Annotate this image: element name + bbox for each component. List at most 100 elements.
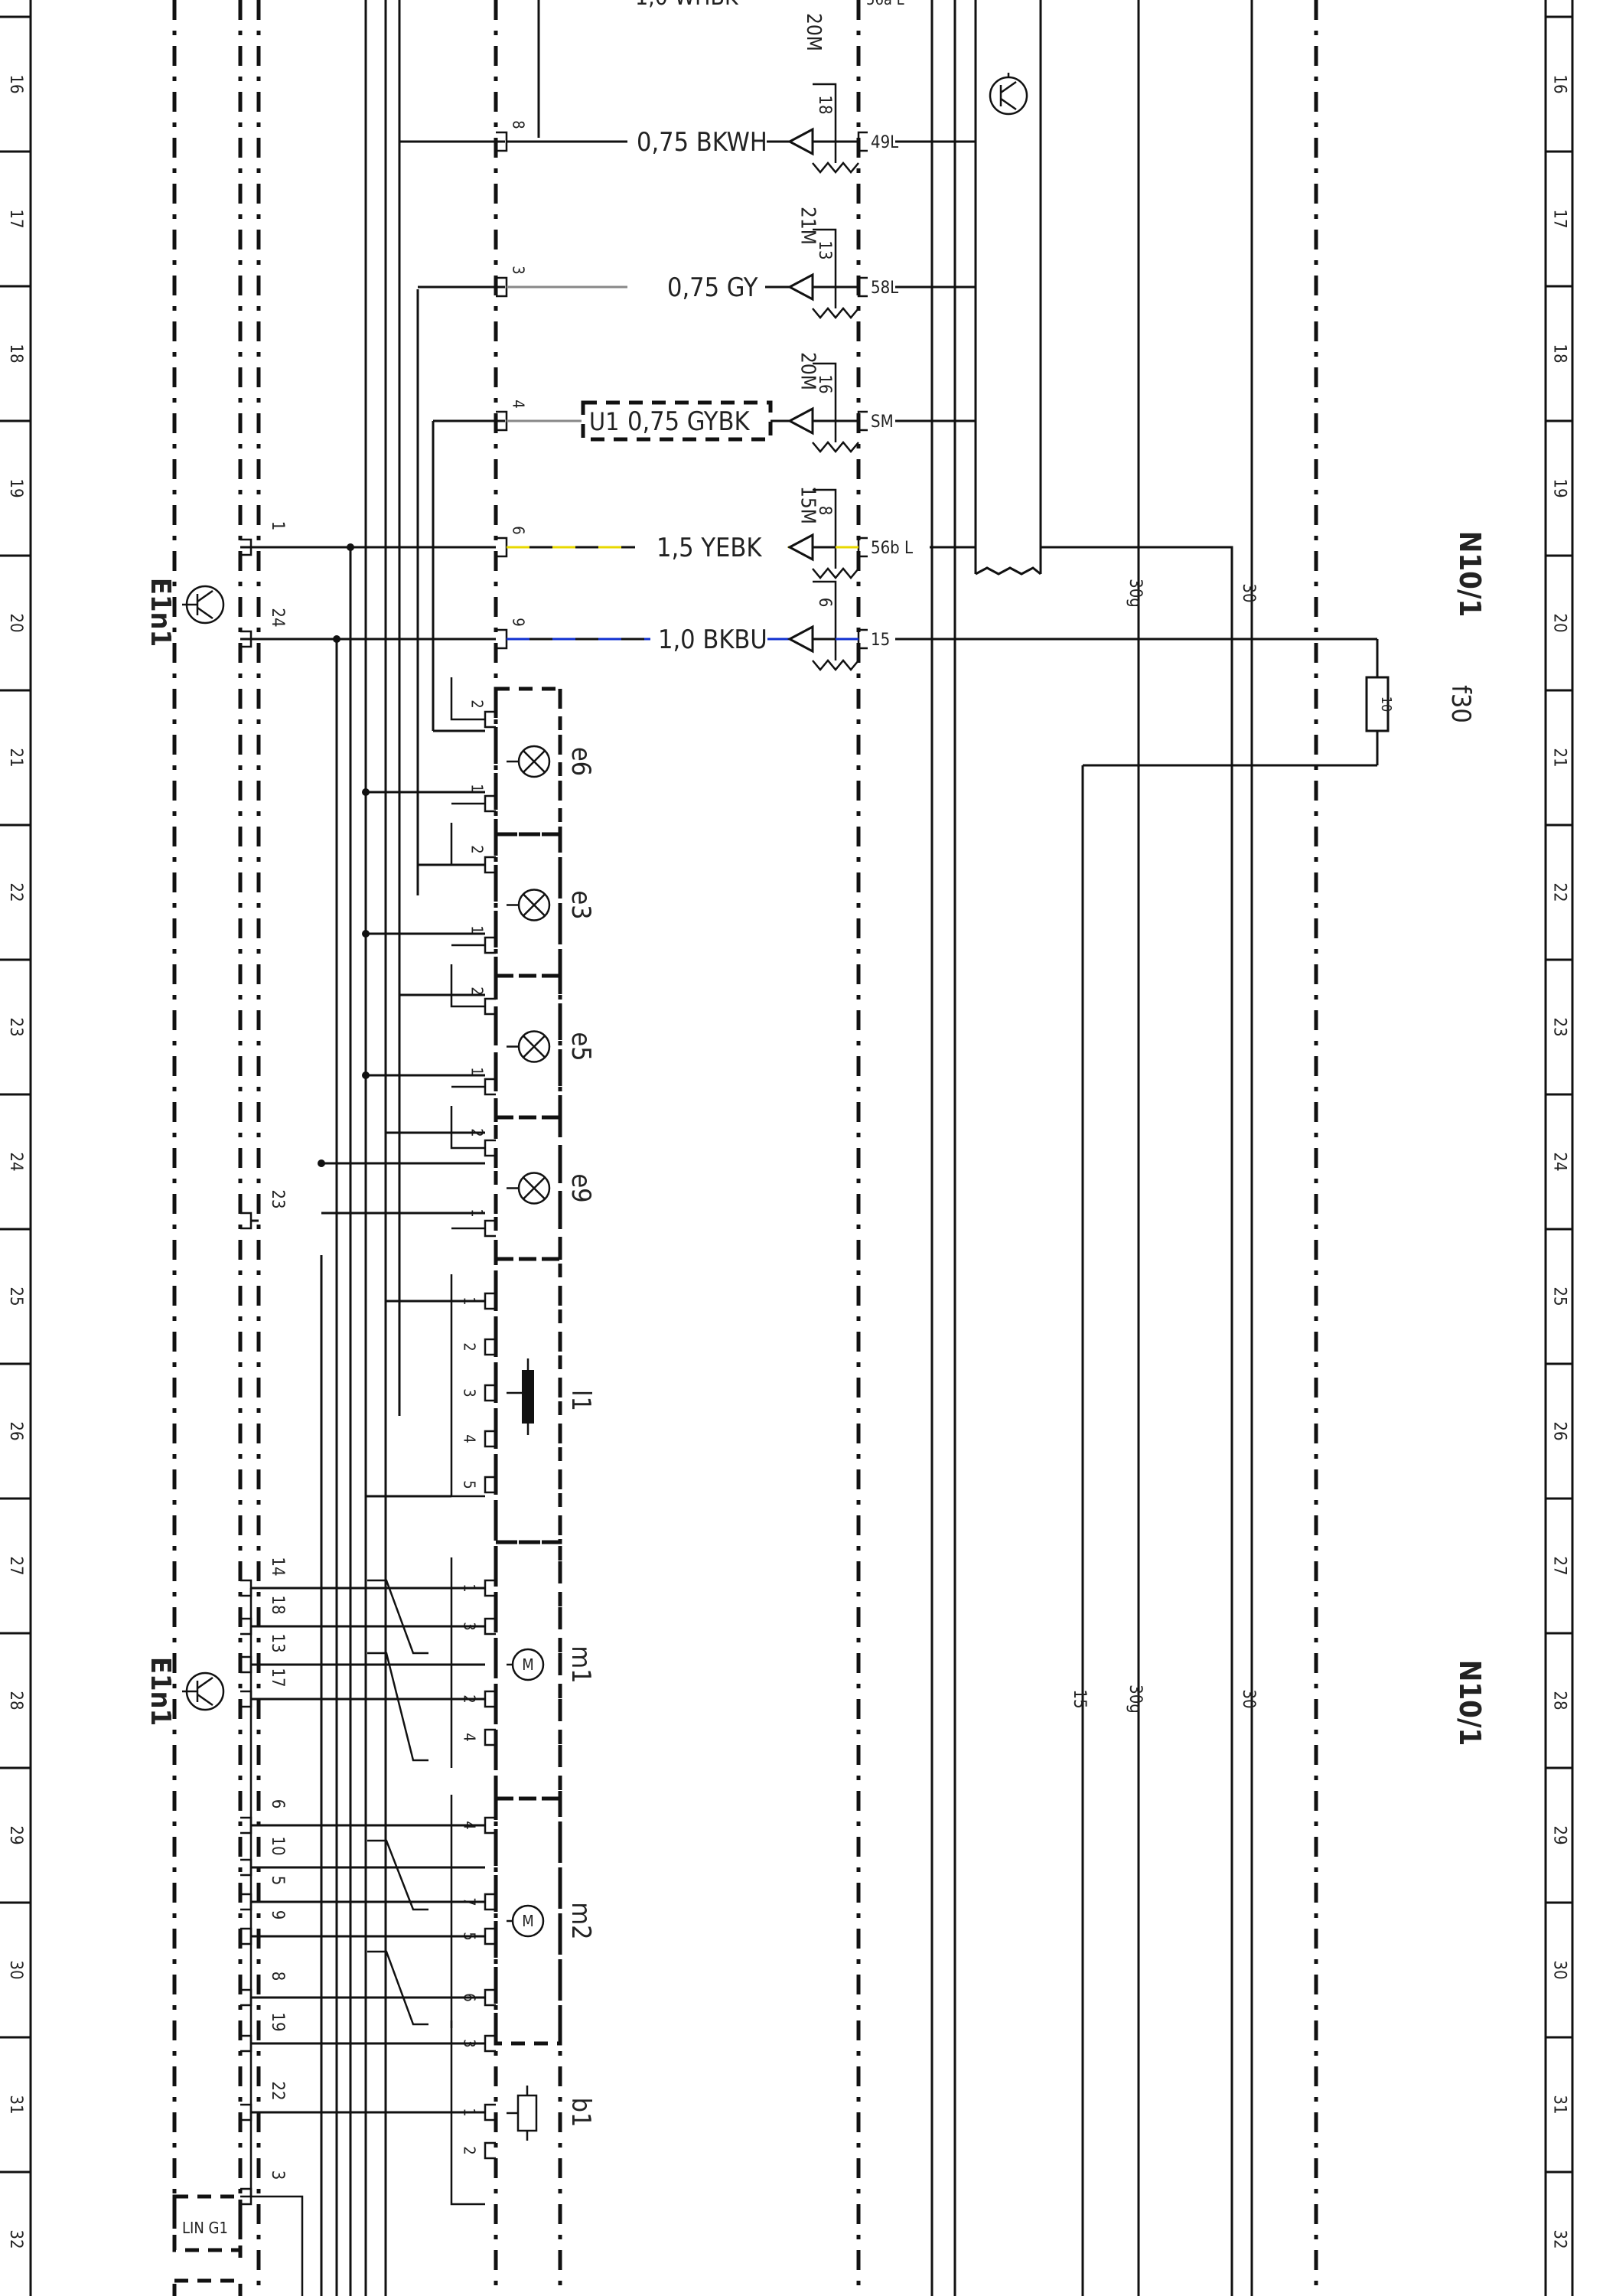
lamp-icon — [507, 1172, 551, 1205]
segment-label: 20M — [797, 352, 819, 390]
pin-number: 2 — [468, 987, 487, 995]
svg-text:1: 1 — [468, 1067, 487, 1075]
svg-text:13: 13 — [268, 1633, 287, 1652]
ruler-row-label: 29 — [6, 1825, 25, 1844]
svg-text:16: 16 — [1550, 74, 1569, 93]
ruler-row-label: 32 — [6, 2229, 25, 2249]
pin-number: 6 — [510, 526, 528, 534]
svg-text:30: 30 — [1239, 583, 1258, 602]
ruler-row-label: 24 — [1550, 1152, 1569, 1171]
svg-text:21M: 21M — [797, 207, 819, 245]
ruler-row-label: 31 — [1550, 2095, 1569, 2114]
svg-text:16: 16 — [6, 74, 25, 93]
svg-text:9: 9 — [268, 1910, 287, 1920]
svg-text:2: 2 — [468, 845, 487, 853]
pin-number: 2 — [468, 845, 487, 853]
wire-label: 0,75 GYBK — [627, 406, 750, 437]
svg-text:E1n1: E1n1 — [145, 1657, 176, 1726]
svg-text:26: 26 — [6, 1421, 25, 1440]
svg-text:22: 22 — [268, 2081, 287, 2100]
svg-text:13: 13 — [815, 240, 834, 259]
svg-text:56a L: 56a L — [866, 0, 904, 8]
pin-number: 2 — [468, 700, 487, 708]
ruler-row-label: 18 — [6, 344, 25, 363]
n10-label-lower: N10/1 — [1453, 1660, 1487, 1746]
svg-text:M: M — [522, 1655, 534, 1674]
svg-text:19: 19 — [1550, 478, 1569, 497]
segment-label: 21M — [797, 207, 819, 245]
svg-text:29: 29 — [1550, 1825, 1569, 1844]
svg-text:24: 24 — [6, 1152, 25, 1171]
component-e5: 2 1 e5 — [450, 964, 596, 1120]
ruler-row-label: 16 — [1550, 74, 1569, 93]
svg-text:M: M — [522, 1912, 534, 1930]
pin-number: 6 — [268, 1799, 287, 1809]
svg-text:23: 23 — [268, 1189, 287, 1208]
pin-number: 13 — [815, 240, 834, 259]
pin-number: 2 — [461, 1342, 479, 1351]
svg-text:25: 25 — [6, 1287, 25, 1306]
lin-box — [172, 2194, 243, 2252]
pin-number: 5 — [461, 1480, 479, 1489]
svg-text:27: 27 — [6, 1556, 25, 1575]
svg-text:3: 3 — [268, 2170, 287, 2180]
pin-number: 9 — [510, 618, 528, 626]
svg-text:24: 24 — [1550, 1152, 1569, 1171]
ruler-row-label: 19 — [6, 478, 25, 497]
lower-box — [172, 2278, 243, 2296]
pin-number: 23 — [268, 1189, 287, 1208]
component-ref: m2 — [565, 1902, 596, 1939]
ruler-row-label: 32 — [1550, 2229, 1569, 2249]
wire-ref: U1 — [589, 407, 619, 436]
svg-text:4: 4 — [510, 400, 528, 408]
pin-number: 2 — [461, 2146, 479, 2154]
ruler-row-label: 23 — [6, 1017, 25, 1036]
svg-text:30g: 30g — [1126, 579, 1145, 608]
svg-text:32: 32 — [6, 2229, 25, 2249]
ruler-row-label: 21 — [6, 748, 25, 767]
pin-number: 5 — [268, 1876, 287, 1886]
svg-text:21: 21 — [1550, 748, 1569, 767]
ruler-row-label: 29 — [1550, 1825, 1569, 1844]
svg-text:1: 1 — [268, 521, 287, 531]
component-ref: e9 — [565, 1173, 596, 1202]
ruler-row-label: 26 — [1550, 1421, 1569, 1440]
svg-text:25: 25 — [1550, 1287, 1569, 1306]
component-ref: e3 — [565, 890, 596, 919]
svg-text:27: 27 — [1550, 1556, 1569, 1575]
pin-number: 13 — [268, 1633, 287, 1652]
pin-number: 3 — [268, 2170, 287, 2180]
svg-text:1,0 WHBK: 1,0 WHBK — [635, 0, 739, 11]
pin-number: 14 — [268, 1557, 287, 1576]
svg-text:28: 28 — [1550, 1691, 1569, 1710]
svg-text:6: 6 — [815, 598, 834, 608]
svg-text:31: 31 — [6, 2095, 25, 2114]
svg-text:10: 10 — [268, 1836, 287, 1855]
wire-label: 0,75 BKWH — [637, 127, 767, 158]
ruler-row-label: 22 — [6, 882, 25, 902]
component-ref: l1 — [565, 1390, 596, 1411]
svg-text:5: 5 — [461, 1480, 479, 1489]
svg-text:18: 18 — [815, 95, 834, 114]
svg-text:8: 8 — [510, 120, 528, 129]
svg-text:26: 26 — [1550, 1421, 1569, 1440]
ruler-row-label: 20 — [6, 613, 25, 632]
n10-label-upper: N10/1 — [1453, 531, 1487, 617]
pin-number: 8 — [268, 1971, 287, 1981]
component-ref: e5 — [565, 1032, 596, 1061]
ruler-row-label: 28 — [1550, 1691, 1569, 1710]
svg-text:23: 23 — [1550, 1017, 1569, 1036]
pin-number: 6 — [815, 598, 834, 608]
top-partial-wire: 1,0 WHBK 20M 56a L — [635, 0, 904, 51]
sensor-icon — [507, 2086, 538, 2141]
svg-text:2: 2 — [461, 2146, 479, 2154]
svg-text:17: 17 — [1550, 209, 1569, 228]
svg-text:30g: 30g — [1126, 1684, 1145, 1714]
svg-text:6: 6 — [510, 526, 528, 534]
svg-text:2: 2 — [468, 700, 487, 708]
